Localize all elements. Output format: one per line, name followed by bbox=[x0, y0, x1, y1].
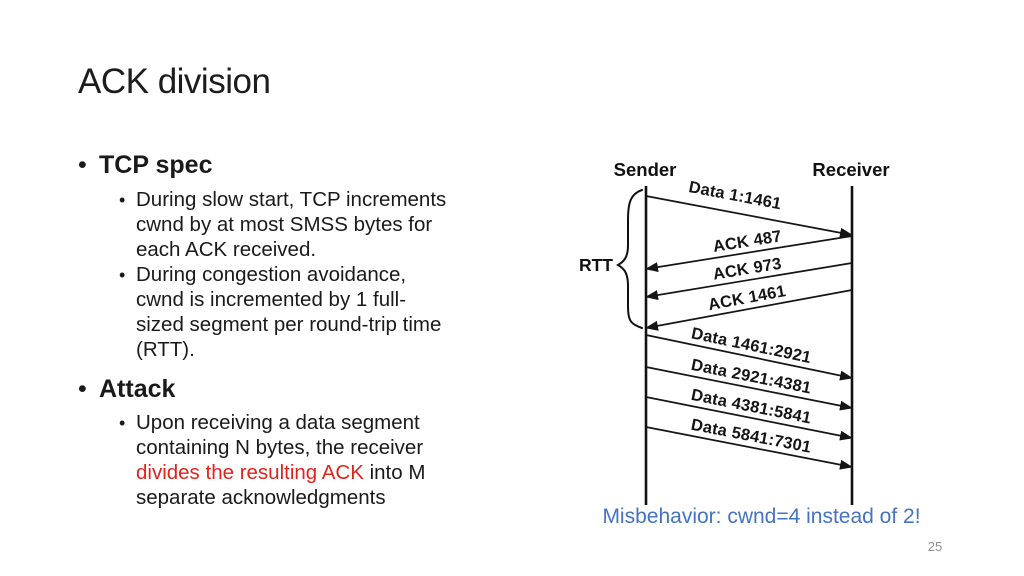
attack-text-after: into M separate acknowledgments bbox=[136, 461, 426, 509]
message-label: ACK 973 bbox=[712, 255, 783, 284]
message-label: Data 1:1461 bbox=[687, 178, 783, 213]
misbehavior-caption: Misbehavior: cwnd=4 instead of 2! bbox=[602, 505, 921, 528]
attack-text-red: divides the resulting ACK bbox=[136, 461, 364, 484]
message-arrow bbox=[645, 195, 853, 238]
receiver-label: Receiver bbox=[812, 159, 889, 180]
rtt-brace bbox=[615, 189, 643, 329]
attack-text-before: Upon receiving a data segment containing… bbox=[136, 411, 424, 459]
message-arrow bbox=[645, 396, 853, 441]
bullet-attack-detail: Upon receiving a data segment containing… bbox=[78, 410, 536, 510]
message-arrow bbox=[645, 235, 853, 273]
bullet-attack: Attack bbox=[78, 374, 518, 404]
message-arrow bbox=[645, 334, 853, 381]
message-arrow bbox=[645, 262, 853, 300]
bullet-congestion-avoidance: During congestion avoidance, cwnd is inc… bbox=[78, 262, 536, 362]
message-arrow bbox=[645, 289, 853, 331]
sender-label: Sender bbox=[614, 159, 677, 180]
message-arrow bbox=[645, 426, 853, 470]
bullet-list: TCP spec During slow start, TCP incremen… bbox=[78, 150, 518, 510]
bullet-slow-start: During slow start, TCP increments cwnd b… bbox=[78, 187, 536, 262]
message-label: ACK 487 bbox=[712, 227, 783, 256]
page-title: ACK division bbox=[78, 62, 271, 101]
bullet-tcp-spec: TCP spec bbox=[78, 150, 518, 180]
message-arrow bbox=[645, 366, 853, 411]
rtt-label: RTT bbox=[579, 255, 613, 275]
page-number: 25 bbox=[927, 539, 943, 554]
